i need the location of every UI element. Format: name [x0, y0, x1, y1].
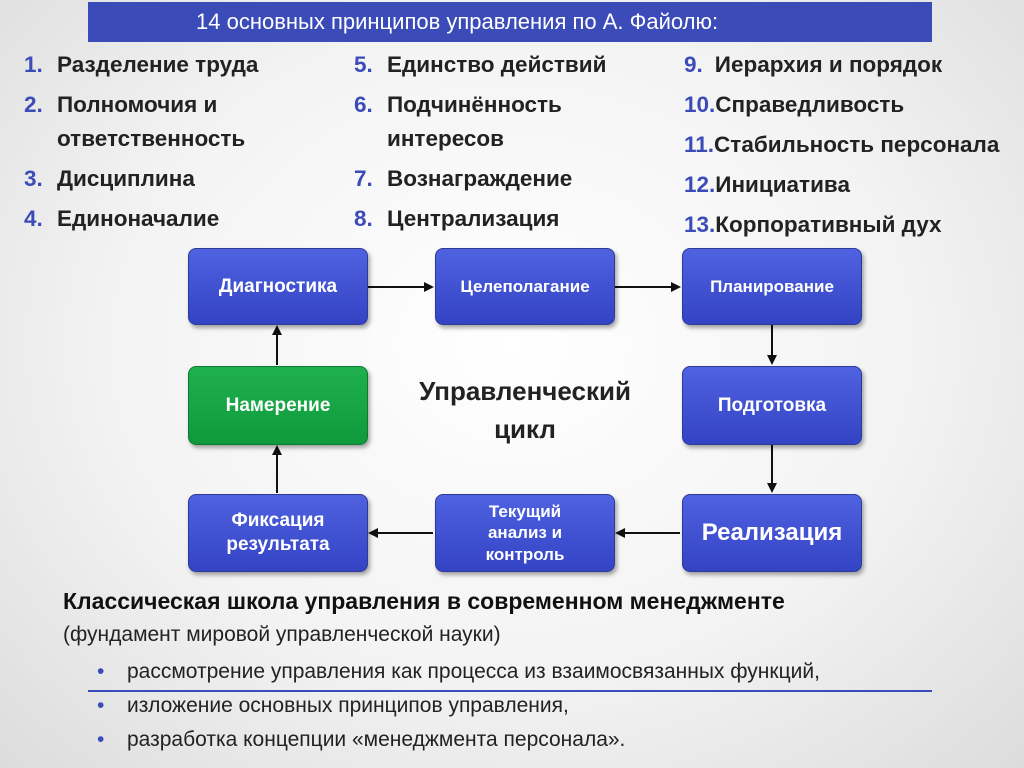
bullet-item: • изложение основных принципов управления…: [97, 694, 569, 718]
principle-text: Дисциплина: [57, 166, 195, 191]
principle-item: 8. Централизация: [354, 202, 674, 236]
bullet-item: • разработка концепции «менеджмента персо…: [97, 728, 625, 752]
bullet-item: • рассмотрение управления как процесса из…: [97, 660, 820, 684]
principle-text: Единство действий: [387, 52, 607, 77]
principles-column-1: 1. Разделение труда 2. Полномочия и ответс…: [24, 48, 344, 242]
principle-item: 11.Стабильность персонала: [684, 128, 1024, 162]
principle-text: Полномочия и ответственность: [57, 92, 246, 151]
bullet-text: разработка концепции «менеджмента персон…: [127, 728, 626, 751]
principle-item: 3. Дисциплина: [24, 162, 344, 196]
bullet-text: изложение основных принципов управления,: [127, 694, 569, 717]
principle-item: 13.Корпоративный дух: [684, 208, 1024, 242]
principle-text: Иерархия и порядок: [714, 52, 943, 77]
principles-column-3: 9. Иерархия и порядок 10.Справедливость 1…: [684, 48, 1024, 248]
principle-text: Инициатива: [715, 172, 850, 197]
principle-number: 11.: [684, 132, 715, 157]
principle-number: 8.: [354, 206, 373, 231]
principle-text: Корпоративный дух: [715, 212, 942, 237]
cycle-node-planning: Планирование: [682, 248, 862, 325]
principle-number: 5.: [354, 52, 373, 77]
principle-number: 1.: [24, 52, 43, 77]
cycle-node-goal-setting: Целеполагание: [435, 248, 615, 325]
cycle-node-intention: Намерение: [188, 366, 368, 445]
principles-column-2: 5. Единство действий 6. Подчинённость инте…: [354, 48, 674, 242]
principle-item: 6. Подчинённость интересов: [354, 88, 674, 156]
principle-text: Справедливость: [715, 92, 905, 117]
principle-item: 9. Иерархия и порядок: [684, 48, 1024, 82]
principle-number: 10.: [684, 92, 716, 117]
principle-item: 12.Инициатива: [684, 168, 1024, 202]
cycle-node-diagnostics: Диагностика: [188, 248, 368, 325]
page-title: 14 основных принципов управления по А. Ф…: [88, 2, 932, 42]
bullet-icon: •: [97, 660, 105, 683]
principle-text: Стабильность персонала: [714, 132, 1000, 157]
principle-number: 2.: [24, 92, 43, 117]
cycle-node-analysis: Текущий анализ и контроль: [435, 494, 615, 572]
principle-item: 2. Полномочия и ответственность: [24, 88, 344, 156]
principles-list: 1. Разделение труда 2. Полномочия и ответс…: [0, 48, 1024, 248]
section-heading: Классическая школа управления в современ…: [63, 588, 785, 614]
divider: [88, 690, 932, 692]
principle-text: Централизация: [387, 206, 560, 231]
bullet-icon: •: [97, 694, 105, 717]
bullet-text: рассмотрение управления как процесса из …: [127, 660, 820, 683]
principle-text: Подчинённость интересов: [387, 92, 562, 151]
principle-number: 6.: [354, 92, 373, 117]
principle-number: 4.: [24, 206, 43, 231]
principle-number: 9.: [684, 52, 703, 77]
section-subtitle: (фундамент мировой управленческой науки): [63, 623, 501, 646]
cycle-node-implementation: Реализация: [682, 494, 862, 572]
cycle-node-preparation: Подготовка: [682, 366, 862, 445]
cycle-title: Управленческий цикл: [419, 376, 631, 444]
bullet-icon: •: [97, 728, 105, 751]
principle-item: 7. Вознаграждение: [354, 162, 674, 196]
principle-number: 13.: [684, 212, 716, 237]
principle-text: Разделение труда: [57, 52, 259, 77]
principle-item: 1. Разделение труда: [24, 48, 344, 82]
principle-number: 3.: [24, 166, 43, 191]
principle-text: Единоначалие: [57, 206, 220, 231]
principle-number: 12.: [684, 172, 716, 197]
cycle-node-fixation: Фиксация результата: [188, 494, 368, 572]
principle-item: 5. Единство действий: [354, 48, 674, 82]
principle-item: 10.Справедливость: [684, 88, 1024, 122]
principle-item: 4. Единоначалие: [24, 202, 344, 236]
principle-text: Вознаграждение: [387, 166, 573, 191]
principle-number: 7.: [354, 166, 373, 191]
